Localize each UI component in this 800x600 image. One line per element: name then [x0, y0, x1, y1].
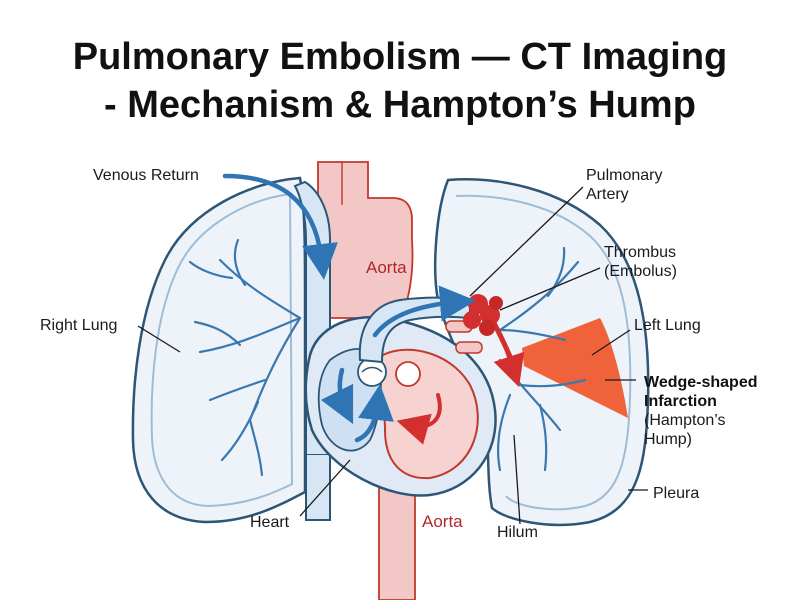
label-pulmonary-artery-line-1: Pulmonary	[586, 167, 662, 184]
aorta-upper	[317, 161, 414, 319]
right-lung	[131, 176, 307, 524]
label-aorta-top: Aorta	[366, 258, 407, 277]
label-thrombus-line-1: Thrombus	[604, 244, 676, 261]
label-aorta-bottom: Aorta	[422, 512, 463, 531]
label-venous-return: Venous Return	[93, 167, 199, 184]
label-thrombus-line-2: (Embolus)	[604, 263, 677, 280]
venous-flow-arrows	[222, 173, 476, 443]
label-wedge-line-2: Infarction	[644, 393, 717, 410]
label-pulmonary-artery-line-2: Artery	[586, 186, 629, 203]
page-title-line-1: Pulmonary Embolism — CT Imaging	[72, 36, 728, 78]
label-heart: Heart	[250, 514, 290, 531]
right-lung-vessel-tree	[188, 238, 302, 477]
wedge-infarction	[522, 318, 628, 418]
label-pleura: Pleura	[653, 485, 699, 502]
label-right-lung: Right Lung	[40, 317, 117, 334]
label-left-lung: Left Lung	[634, 317, 701, 334]
aorta-lower	[378, 483, 416, 600]
page-title-line-2: - Mechanism & Hampton’s Hump	[104, 84, 696, 126]
arterial-flow-arrows	[396, 343, 525, 445]
leader-lines	[137, 186, 648, 525]
label-wedge-line-1: Wedge-shaped	[644, 374, 758, 391]
label-wedge-line-4: Hump)	[644, 431, 692, 448]
thrombus	[463, 294, 503, 336]
label-hilum: Hilum	[497, 524, 538, 541]
label-wedge-line-3: (Hampton’s	[644, 412, 726, 429]
left-lung-vessel-tree	[496, 246, 587, 472]
